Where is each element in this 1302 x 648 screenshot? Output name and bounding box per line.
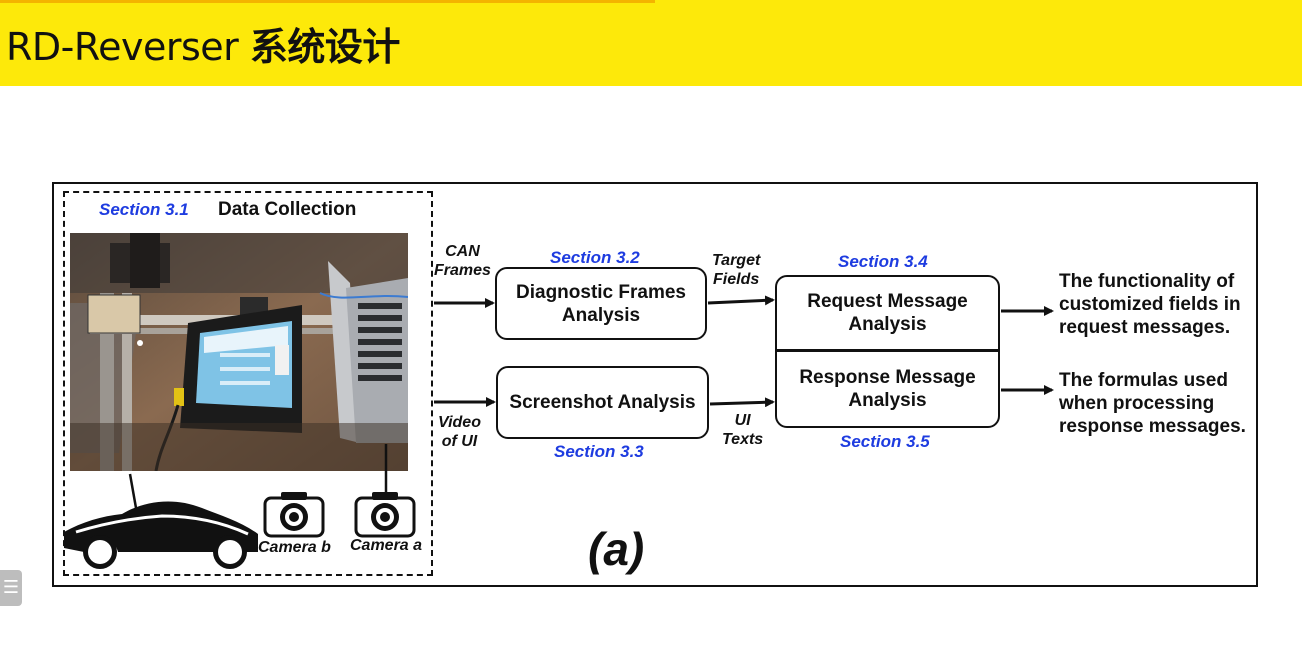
section-3-5-label: Section 3.5 [840, 432, 930, 451]
response-output-text: The formulas used when processing respon… [1059, 370, 1246, 437]
ui-texts-label: UI Texts [722, 412, 764, 448]
slide-header: RD-Reverser 系统设计 [0, 0, 1302, 86]
screenshot-analysis-box: Screenshot Analysis [496, 366, 709, 439]
request-message-analysis-box: Request Message Analysis [778, 278, 997, 348]
data-collection-title: Data Collection [218, 199, 357, 220]
ui-texts-arrow [709, 397, 775, 408]
slide-title: RD-Reverser 系统设计 [6, 24, 400, 70]
video-of-ui-label: Video of UI [438, 414, 481, 450]
target-fields-arrow [707, 295, 775, 306]
test-rig-photo-art [70, 233, 408, 471]
test-rig-photo [70, 233, 408, 471]
panel-letter: (a) [588, 523, 645, 575]
menu-icon[interactable]: ☰ [0, 570, 22, 606]
section-3-1-label: Section 3.1 [99, 200, 189, 219]
can-frames-label: CAN Frames [434, 243, 491, 279]
section-3-4-label: Section 3.4 [838, 252, 928, 271]
data-collection-box [63, 191, 433, 576]
camera-a-label: Camera a [350, 537, 423, 554]
header-progress-line [0, 0, 655, 3]
section-3-3-label: Section 3.3 [554, 442, 644, 461]
message-analysis-divider [776, 349, 999, 352]
request-output-text: The functionality of customized fields i… [1059, 271, 1241, 338]
message-analysis-box [775, 275, 1000, 428]
target-fields-label: Target Fields [712, 252, 761, 288]
slide-title-cjk: 系统设计 [249, 25, 401, 69]
car-icon [64, 473, 258, 569]
section-3-2-label: Section 3.2 [550, 248, 640, 267]
slide-title-latin: RD-Reverser [6, 25, 239, 69]
camera-icon [263, 492, 325, 538]
diagnostic-frames-analysis-box: Diagnostic Frames Analysis [495, 267, 707, 340]
response-message-analysis-box: Response Message Analysis [778, 353, 997, 425]
camera-b-label: Camera b [258, 539, 331, 556]
camera-icon [354, 444, 416, 538]
